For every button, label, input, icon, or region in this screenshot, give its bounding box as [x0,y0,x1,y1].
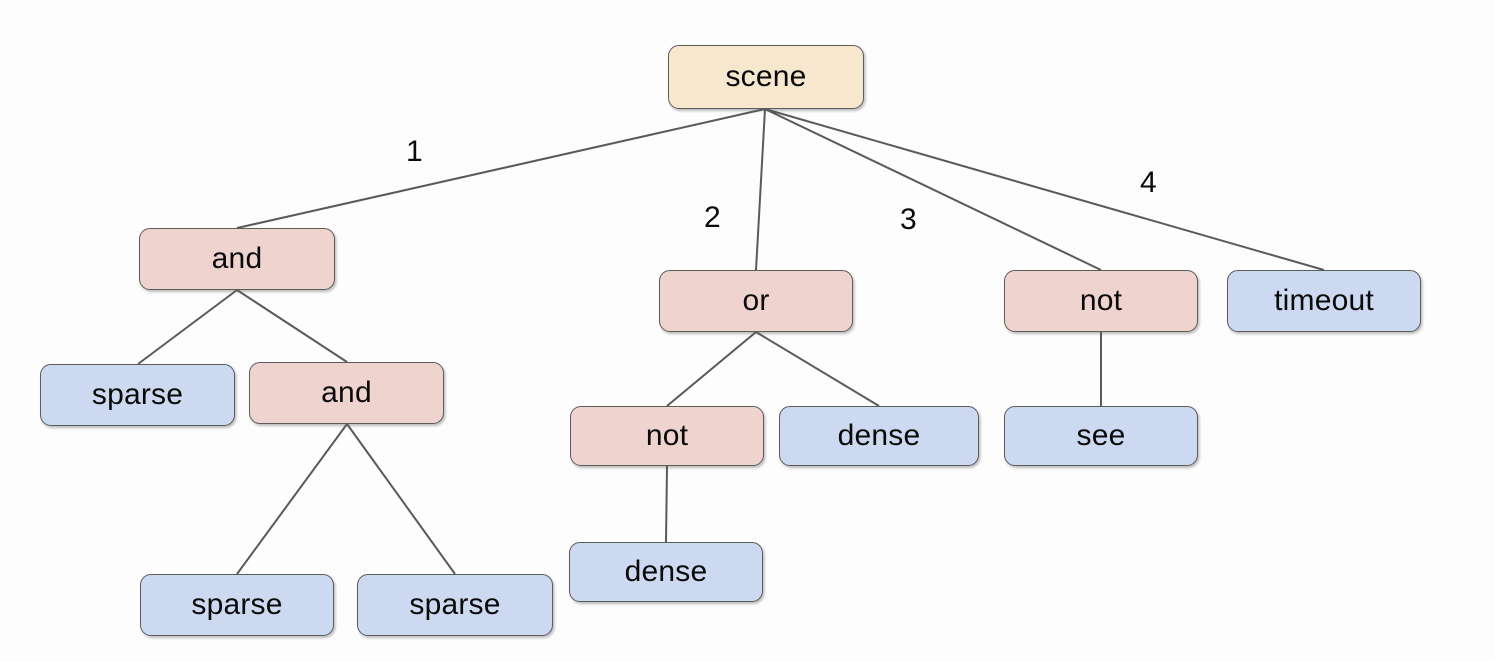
tree-node-dense1[interactable]: dense [779,406,979,466]
tree-node-dense2[interactable]: dense [569,542,763,602]
tree-node-not2[interactable]: not [570,406,764,466]
tree-edge-or1-to-not2 [666,331,757,407]
tree-edge-scene-to-timeout [764,108,1325,271]
tree-edge-scene-to-or1 [755,108,766,271]
tree-node-sparse2[interactable]: sparse [140,574,334,636]
tree-node-or1[interactable]: or [659,270,853,332]
tree-edge-and2-to-sparse3 [346,423,456,575]
tree-node-see[interactable]: see [1004,406,1198,466]
tree-edge-and1-to-sparse1 [137,289,238,365]
tree-node-timeout[interactable]: timeout [1227,270,1421,332]
edge-label-3: 3 [900,203,917,236]
tree-edge-or1-to-dense1 [755,331,880,407]
edge-label-2: 2 [704,201,721,234]
tree-node-sparse3[interactable]: sparse [357,574,553,636]
edge-label-4: 4 [1140,166,1157,199]
tree-node-sparse1[interactable]: sparse [40,364,235,426]
tree-edge-not2-to-dense2 [665,465,668,543]
tree-node-and2[interactable]: and [249,362,444,424]
tree-node-scene[interactable]: scene [668,45,864,109]
tree-edge-scene-to-and1 [236,108,766,229]
tree-edge-scene-to-not1 [764,108,1102,271]
tree-node-not1[interactable]: not [1004,270,1198,332]
edge-label-1: 1 [406,135,423,168]
tree-edge-and2-to-sparse2 [236,423,348,575]
tree-edge-and1-to-and2 [236,289,348,363]
tree-node-and1[interactable]: and [139,228,335,290]
